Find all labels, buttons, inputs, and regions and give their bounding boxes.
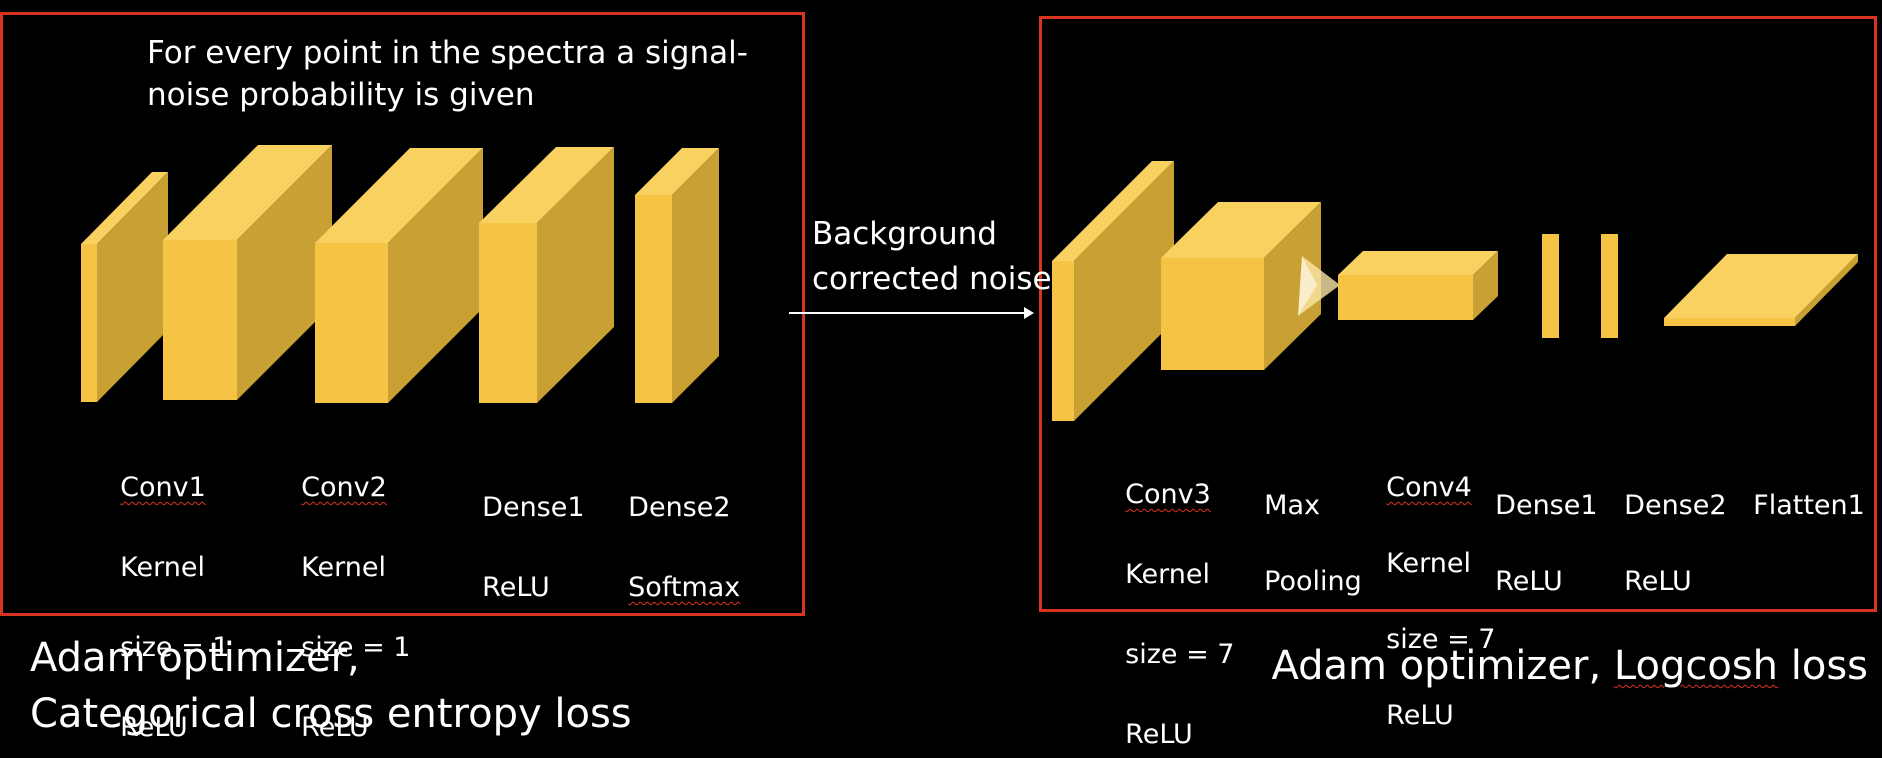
layer-detail: ReLU bbox=[301, 712, 369, 743]
dense1-bar bbox=[1542, 234, 1559, 338]
maxpool-block bbox=[1161, 202, 1321, 370]
layer-detail: ReLU bbox=[1386, 700, 1454, 731]
layer-name: Conv3 bbox=[1125, 479, 1211, 510]
layer-name: Dense2 bbox=[1624, 490, 1727, 521]
dense1-label-right: Dense1 ReLU bbox=[1478, 449, 1598, 601]
conv2-label: Conv2 Kernel size = 1 ReLU bbox=[284, 428, 411, 748]
left-optimizer-caption: Adam optimizer, Categorical cross entrop… bbox=[30, 635, 632, 737]
arrow bbox=[789, 307, 1034, 319]
layer-detail: Softmax bbox=[628, 572, 741, 603]
layer-detail: size = 7 bbox=[1386, 624, 1496, 655]
right-model-frame bbox=[1039, 16, 1877, 612]
layer-detail: ReLU bbox=[120, 712, 188, 743]
layer-detail: size = 1 bbox=[120, 632, 230, 663]
layer-detail: ReLU bbox=[482, 572, 550, 603]
signal-noise-note: For every point in the spectra a signal-… bbox=[147, 35, 748, 113]
layer-detail: Pooling bbox=[1264, 566, 1362, 597]
conv3-block-left bbox=[315, 148, 483, 403]
layer-name: Conv2 bbox=[301, 472, 387, 503]
left-network-blocks bbox=[81, 145, 719, 403]
dense2-bar bbox=[1601, 234, 1618, 338]
flatten1-label: Flatten1 bbox=[1736, 449, 1865, 525]
right-network-blocks bbox=[1052, 161, 1858, 421]
conv4-block bbox=[1338, 251, 1498, 320]
connector-label: Background corrected noise bbox=[812, 216, 1052, 297]
layer-name: Dense1 bbox=[482, 492, 585, 523]
dense2-label: Dense2 Softmax bbox=[611, 448, 740, 608]
dense2-label-right: Dense2 ReLU bbox=[1607, 449, 1727, 601]
maxpool-label: Max Pooling bbox=[1247, 449, 1362, 601]
layer-detail: ReLU bbox=[1125, 719, 1193, 750]
pooling-arrow-icon bbox=[1298, 256, 1340, 316]
layer-name: Conv1 bbox=[120, 472, 206, 503]
layer-detail: Kernel bbox=[1125, 559, 1210, 590]
layer-detail: Kernel bbox=[120, 552, 205, 583]
flatten-block bbox=[1664, 254, 1858, 326]
dense1-block bbox=[479, 147, 614, 403]
layer-detail: Kernel bbox=[301, 552, 386, 583]
layer-detail: ReLU bbox=[1495, 566, 1563, 597]
conv1-block bbox=[81, 172, 168, 402]
caption-text: Adam optimizer, bbox=[1271, 643, 1614, 689]
layer-detail: size = 1 bbox=[301, 632, 411, 663]
layer-name: Max bbox=[1264, 490, 1320, 521]
right-optimizer-caption: Adam optimizer, Logcosh loss bbox=[1271, 638, 1868, 694]
caption-text-tail: loss bbox=[1778, 643, 1868, 689]
layer-name: Conv4 bbox=[1386, 472, 1472, 503]
conv4-label: Conv4 Kernel size = 7 ReLU bbox=[1369, 431, 1496, 735]
layer-detail: Kernel bbox=[1386, 548, 1471, 579]
layer-name: Dense1 bbox=[1495, 490, 1598, 521]
conv2-block bbox=[163, 145, 332, 400]
conv3-block bbox=[1052, 161, 1174, 421]
dense2-block bbox=[635, 148, 719, 403]
conv1-label: Conv1 Kernel size = 1 ReLU bbox=[103, 428, 230, 748]
layer-name: Flatten1 bbox=[1753, 490, 1865, 521]
dense1-label: Dense1 ReLU bbox=[465, 448, 585, 608]
layer-detail: ReLU bbox=[1624, 566, 1692, 597]
layer-detail: size = 7 bbox=[1125, 639, 1235, 670]
layer-name: Dense2 bbox=[628, 492, 731, 523]
caption-loss-name: Logcosh bbox=[1613, 643, 1779, 689]
conv3-label: Conv3 Kernel size = 7 ReLU bbox=[1108, 435, 1235, 755]
